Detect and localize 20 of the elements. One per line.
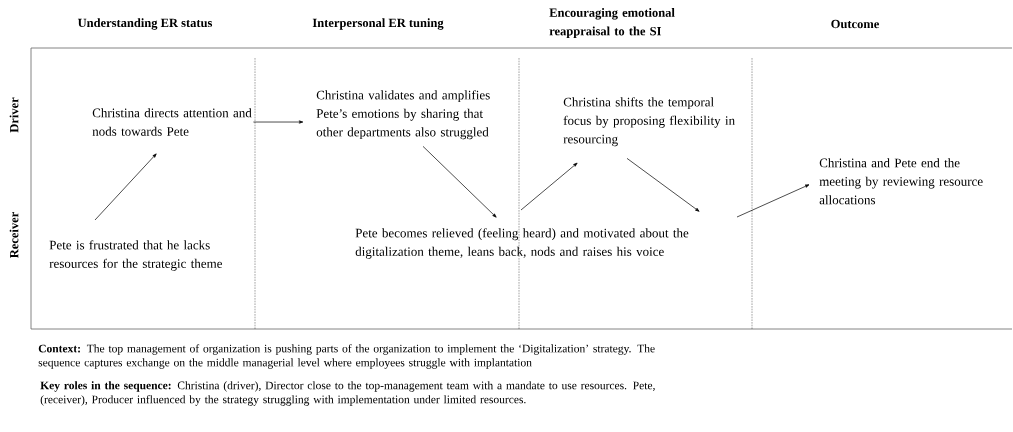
row-heading: Receiver <box>9 212 19 259</box>
step-text: Pete is frustrated that he lacks resources for the strategic theme <box>49 240 222 271</box>
arrow <box>253 120 304 124</box>
column-heading: Understanding ER status <box>77 18 213 30</box>
step-text: Christina and Pete end the meeting by reviewing resource allocations <box>819 158 983 205</box>
column-heading: Outcome <box>831 19 879 29</box>
column-heading: Interpersonal ER tuning <box>312 18 444 30</box>
step-text: Pete becomes relieved (feeling heard) and motivated about the digitalization theme, leans back, nods and raises his voice <box>355 228 689 259</box>
step-text: Christina shifts the temporal focus by proposing flexibility in resourcing <box>563 97 735 147</box>
row-heading: Driver <box>9 97 19 133</box>
step-text: Christina directs attention and nods towards Pete <box>92 108 252 136</box>
arrow <box>626 158 700 212</box>
step-text: Christina validates and amplifies Pete’s emotions by sharing that other departments also struggled <box>316 90 490 140</box>
column-heading: Encouraging emotional reappraisal to the SI <box>549 8 675 38</box>
arrow <box>94 153 157 221</box>
arrow <box>520 162 578 211</box>
arrow <box>736 184 810 218</box>
note-paragraph: Key roles in the sequence: Christina (driver), Director close to the top-management team with a mandate to use resources. Pete, (receiver), Producer influenced by the strategy struggling with implementation under limited resources. <box>40 381 655 406</box>
arrow <box>422 146 497 218</box>
note-paragraph: Context: The top management of organization is pushing parts of the organization to implement the ‘Digitalization’ strategy. The sequence captures exchange on the middle managerial level where employees struggle with implantation <box>38 344 655 369</box>
